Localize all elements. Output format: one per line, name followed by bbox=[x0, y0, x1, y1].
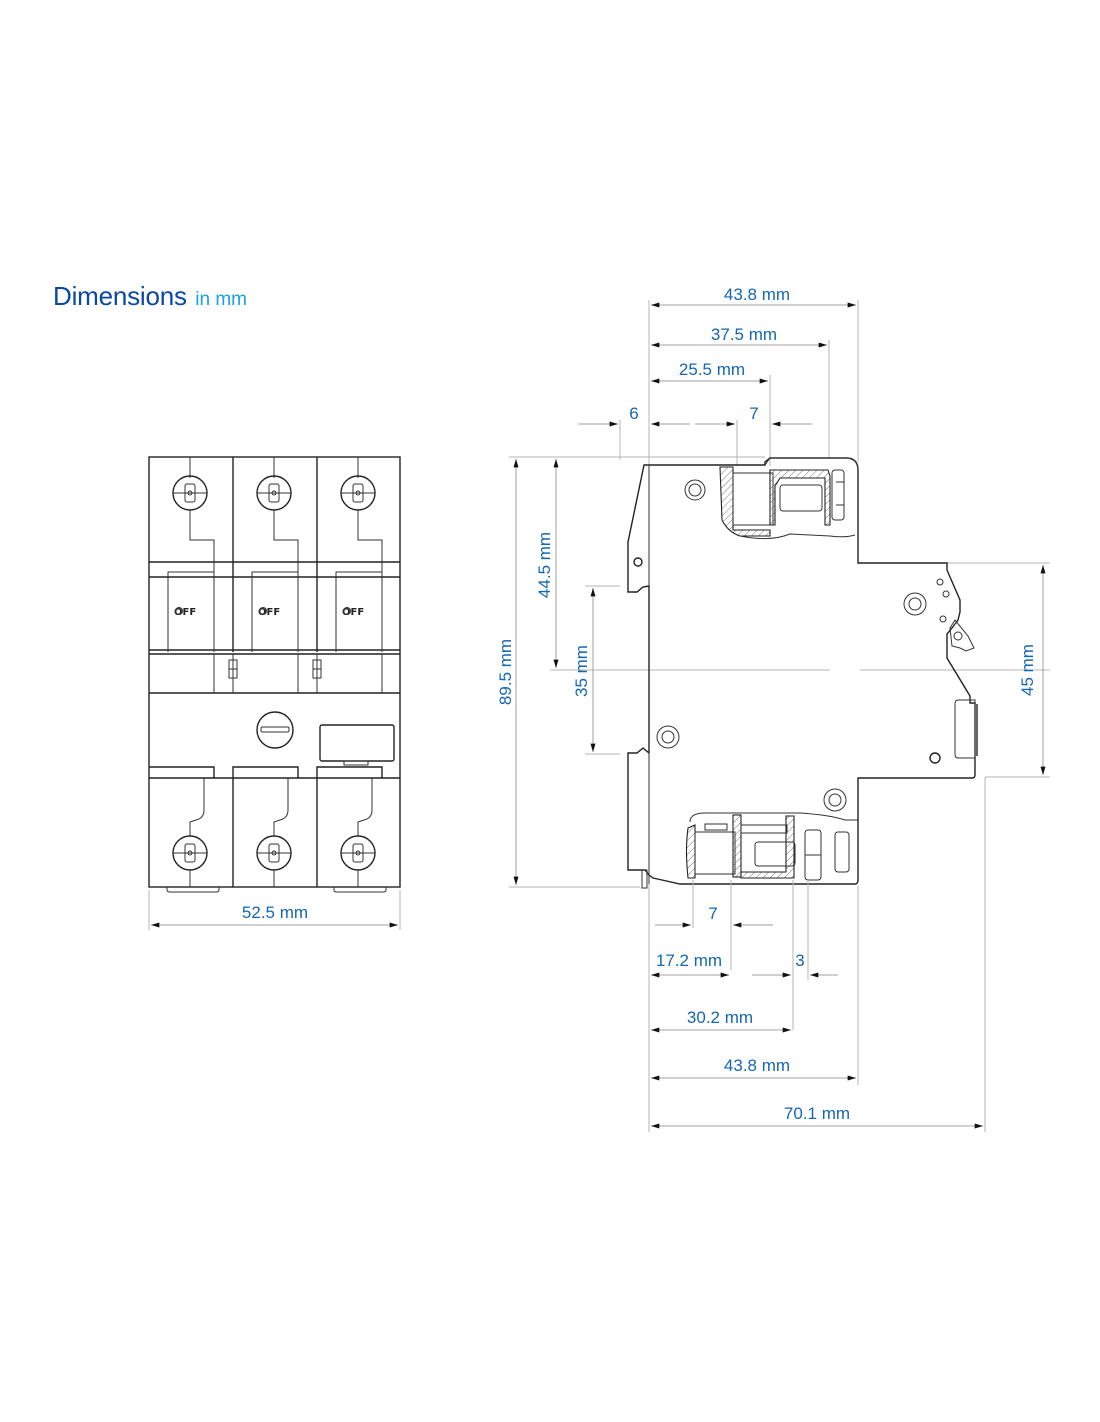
rivet-hole bbox=[929, 752, 941, 764]
dim-top-overall: 43.8 mm bbox=[724, 285, 790, 304]
side-profile-outline bbox=[627, 457, 976, 885]
label-window bbox=[319, 724, 395, 762]
dim-top-37: 37.5 mm bbox=[711, 325, 777, 344]
side-view: 43.8 mm 37.5 mm 25.5 mm 6 7 89.5 mm 44.5… bbox=[496, 285, 1050, 1132]
pole-2: OFF bbox=[251, 457, 299, 652]
dim-bottom-overall: 70.1 mm bbox=[784, 1104, 850, 1123]
toggle-off-label: OFF bbox=[174, 607, 196, 618]
drawing-title: Dimensions in mm bbox=[53, 281, 247, 312]
toggle-lever bbox=[949, 619, 975, 652]
rivet-icon bbox=[903, 592, 927, 616]
dim-bottom-17: 17.2 mm bbox=[656, 951, 722, 970]
bottom-terminal-3 bbox=[340, 778, 376, 887]
toggle-off-label: OFF bbox=[258, 607, 280, 618]
dim-height: 89.5 mm bbox=[496, 639, 515, 705]
rail-clip bbox=[166, 887, 220, 893]
bottom-terminal-1 bbox=[172, 778, 208, 887]
width-dimension-label: 52.5 mm bbox=[242, 903, 308, 922]
toggle-off-label: OFF bbox=[342, 607, 364, 618]
dim-center: 44.5 mm bbox=[535, 532, 554, 598]
title-main: Dimensions bbox=[53, 281, 187, 311]
dim-bottom-30: 30.2 mm bbox=[687, 1008, 753, 1027]
bottom-terminal-section bbox=[641, 812, 858, 889]
rivet-icon bbox=[684, 479, 706, 501]
dim-top-25: 25.5 mm bbox=[679, 360, 745, 379]
dim-top-7: 7 bbox=[749, 404, 758, 423]
rivet-icon bbox=[656, 725, 680, 749]
rivet-hole bbox=[633, 557, 643, 567]
terminal-wall bbox=[732, 814, 742, 878]
rivet-icon bbox=[823, 788, 847, 812]
dim-bottom-43: 43.8 mm bbox=[724, 1056, 790, 1075]
bottom-terminal-2 bbox=[256, 778, 292, 887]
dim-bottom-7: 7 bbox=[708, 904, 717, 923]
title-unit: in mm bbox=[195, 289, 248, 310]
pole-1: OFF bbox=[167, 457, 215, 652]
dim-top-6: 6 bbox=[629, 404, 638, 423]
rail-clip bbox=[333, 887, 387, 893]
pole-3: OFF bbox=[335, 457, 383, 652]
test-button-icon bbox=[256, 711, 294, 749]
top-terminal-section bbox=[719, 457, 859, 540]
dim-front-height: 45 mm bbox=[1018, 644, 1037, 696]
front-view: OFF OFF OFF bbox=[148, 456, 401, 930]
dim-bottom-3: 3 bbox=[795, 951, 804, 970]
dim-din-rail: 35 mm bbox=[572, 645, 591, 697]
